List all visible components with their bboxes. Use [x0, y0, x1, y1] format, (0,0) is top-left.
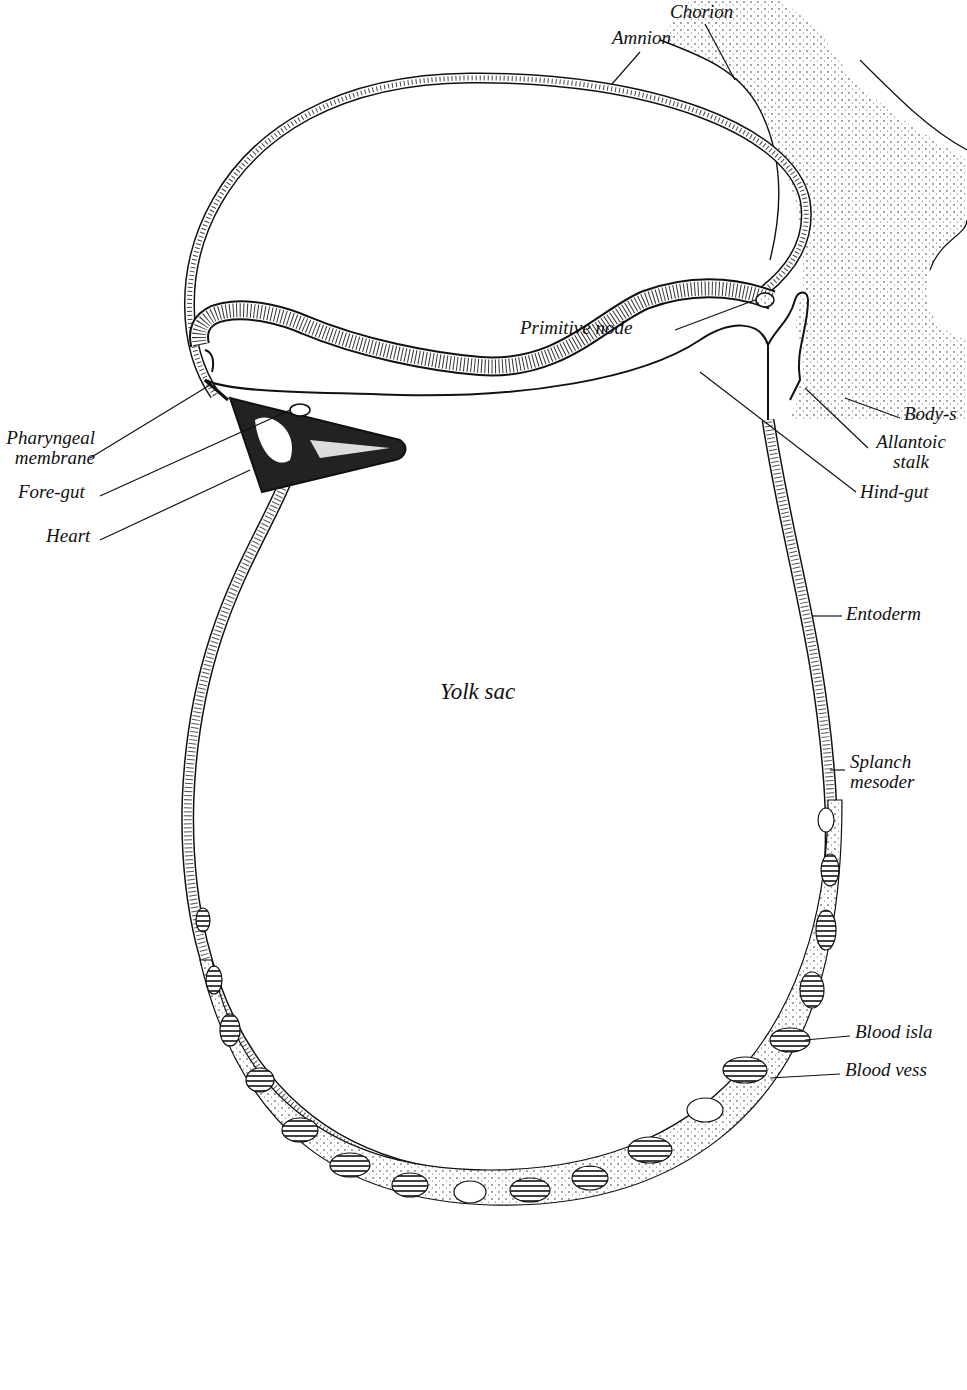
body-stalk: [660, 0, 967, 420]
part-label: Primitive node: [520, 318, 632, 338]
part-label: Fore-gut: [18, 482, 85, 502]
fore-gut-cavity: [290, 404, 310, 416]
part-label: Yolk sac: [440, 680, 515, 704]
part-label: Allantoic stalk: [866, 432, 956, 472]
part-label: Entoderm: [846, 604, 921, 624]
part-label: Chorion: [670, 2, 733, 22]
splanchnic-mesoderm: [200, 800, 842, 1205]
primitive-node: [756, 293, 774, 307]
leader-line: [90, 24, 900, 1078]
part-label: Splanch mesoder: [850, 752, 960, 792]
part-label: Body-s: [904, 404, 957, 424]
part-label: Blood vess: [845, 1060, 927, 1080]
heart-lumen: [310, 440, 390, 458]
heart-lumen: [255, 417, 292, 462]
embryo-body: [199, 288, 772, 420]
heart: [230, 398, 405, 492]
pharyngeal-membrane: [205, 380, 228, 400]
chorion-line: [860, 60, 967, 150]
yolk-sac-wall: [188, 420, 832, 1178]
chorion-line: [930, 220, 967, 270]
chorion-line: [660, 40, 779, 260]
part-label: Amnion: [612, 28, 671, 48]
amnion: [189, 78, 806, 395]
part-label: Hind-gut: [860, 482, 929, 502]
part-label: Pharyngeal membrane: [3, 428, 95, 468]
part-label: Blood isla: [855, 1022, 933, 1042]
blood-islands: [196, 808, 839, 1203]
allantoic-stalk: [768, 293, 808, 401]
part-label: Heart: [46, 526, 90, 546]
